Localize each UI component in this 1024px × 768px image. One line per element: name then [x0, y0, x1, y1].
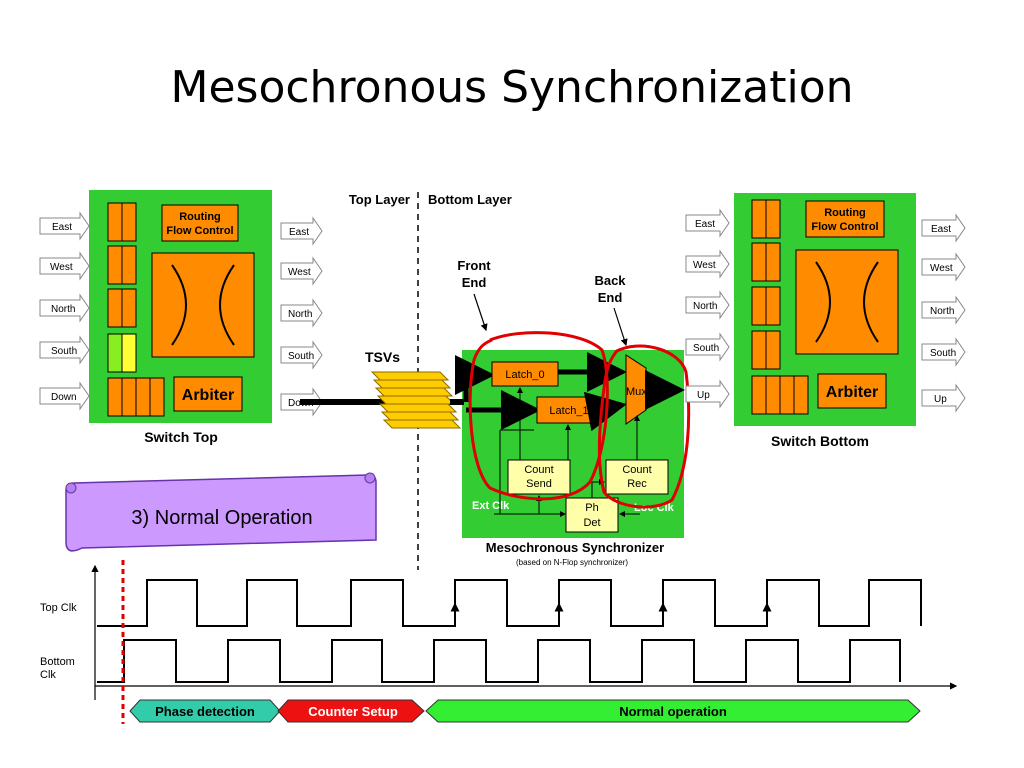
switch-bottom-outputs: East West North South Up — [921, 213, 966, 413]
top-output-south: South — [288, 351, 314, 362]
switch-bottom-routing — [805, 200, 885, 238]
switch-bottom-arbiter-label: Arbiter — [826, 384, 878, 401]
top-input-south: South — [51, 346, 77, 357]
switch-bottom-buffers — [751, 199, 809, 415]
front-end-circle — [468, 331, 609, 501]
switch-top-crossbar — [151, 252, 255, 358]
ph-det-line1: Ph — [585, 502, 598, 514]
sampling-edges — [450, 602, 772, 616]
top-input-north: North — [51, 304, 75, 315]
switch-top-caption: Switch Top — [144, 429, 218, 445]
switch-top-routing-line1: Routing — [179, 211, 221, 223]
back-end-line1: Back — [594, 273, 626, 288]
count-send-line1: Count — [524, 464, 553, 476]
synchronizer-subcaption: (based on N-Flop synchronizer) — [516, 558, 628, 567]
bottom-output-north: North — [930, 306, 954, 317]
switch-top-routing-line2: Flow Control — [166, 225, 233, 237]
count-send — [507, 459, 571, 495]
count-rec-line2: Rec — [627, 478, 647, 490]
normal-operation-label: Normal operation — [619, 704, 727, 719]
bottom-output-west: West — [930, 263, 953, 274]
top-input-west: West — [50, 262, 73, 273]
bottom-input-east: East — [695, 219, 715, 230]
normal-operation-bar — [425, 699, 921, 723]
top-output-east: East — [289, 227, 309, 238]
bottom-input-up: Up — [697, 390, 710, 401]
phase-bars: Phase detection Counter Setup Normal ope… — [129, 699, 921, 723]
back-end-pointer — [613, 307, 628, 347]
counter-setup-bar — [277, 699, 425, 723]
top-input-east: East — [52, 222, 72, 233]
bottom-clock-waveform — [97, 639, 901, 683]
mux-label: Mux — [626, 386, 647, 398]
top-output-west: West — [288, 267, 311, 278]
top-layer-label: Top Layer — [349, 192, 410, 207]
switch-top: Routing Flow Control Arbiter Switch Top — [89, 190, 272, 445]
counter-setup-label: Counter Setup — [308, 704, 398, 719]
slide-title: Mesochronous Synchronization — [170, 62, 854, 113]
switch-bottom-routing-line2: Flow Control — [811, 221, 878, 233]
scroll-banner-text: 3) Normal Operation — [131, 507, 312, 529]
timing-diagram: Top Clk Bottom Clk — [40, 560, 958, 724]
switch-bottom: Routing Flow Control Arbiter Switch Bott… — [734, 193, 916, 449]
count-rec-line1: Count — [622, 464, 651, 476]
bottom-clk-label-line1: Bottom — [40, 656, 75, 668]
front-end-pointer — [473, 293, 488, 332]
top-clk-label: Top Clk — [40, 602, 77, 614]
bottom-input-north: North — [693, 301, 717, 312]
bottom-layer-label: Bottom Layer — [428, 192, 512, 207]
bottom-output-east: East — [931, 224, 951, 235]
latch-1-label: Latch_1 — [549, 405, 588, 417]
tsv-stack — [370, 371, 462, 429]
bottom-output-south: South — [930, 348, 956, 359]
top-input-down: Down — [51, 392, 77, 403]
ph-det-line2: Det — [583, 517, 600, 529]
front-end-line1: Front — [457, 258, 491, 273]
switch-bottom-inputs: East West North South Up — [685, 208, 730, 409]
switch-bottom-crossbar-curves — [815, 261, 879, 343]
back-end-circle — [597, 344, 691, 509]
bottom-output-up: Up — [934, 394, 947, 405]
switch-top-arbiter-label: Arbiter — [182, 387, 234, 404]
switch-top-arbiter — [173, 376, 243, 412]
switch-bottom-arbiter — [817, 373, 887, 409]
bottom-clk-label-line2: Clk — [40, 669, 56, 681]
scroll-banner: 3) Normal Operation — [65, 472, 377, 552]
switch-top-outputs: East West North South Down — [280, 216, 323, 417]
switch-top-routing — [161, 204, 239, 242]
synchronizer: Latch_0 Latch_1 Mux Count Send Count Rec… — [450, 350, 685, 567]
back-end-line2: End — [598, 290, 623, 305]
switch-bottom-crossbar — [795, 249, 899, 355]
top-output-north: North — [288, 309, 312, 320]
count-rec — [605, 459, 669, 495]
switch-bottom-caption: Switch Bottom — [771, 433, 869, 449]
synchronizer-caption: Mesochronous Synchronizer — [486, 540, 664, 555]
ext-clk-label: Ext Clk — [472, 500, 510, 512]
front-end-line2: End — [462, 275, 487, 290]
phase-detection-label: Phase detection — [155, 704, 255, 719]
latch-0-label: Latch_0 — [505, 369, 544, 381]
switch-top-buffers — [107, 202, 165, 417]
tsvs-label: TSVs — [365, 349, 400, 365]
switch-top-inputs: East West North South Down — [39, 211, 90, 411]
mux — [625, 354, 647, 425]
top-clock-waveform — [97, 579, 922, 627]
switch-top-crossbar-curves — [171, 264, 235, 346]
phase-detector — [565, 497, 619, 533]
switch-bottom-routing-line1: Routing — [824, 207, 866, 219]
count-send-line2: Send — [526, 478, 552, 490]
bottom-input-west: West — [693, 260, 716, 271]
bottom-input-south: South — [693, 343, 719, 354]
